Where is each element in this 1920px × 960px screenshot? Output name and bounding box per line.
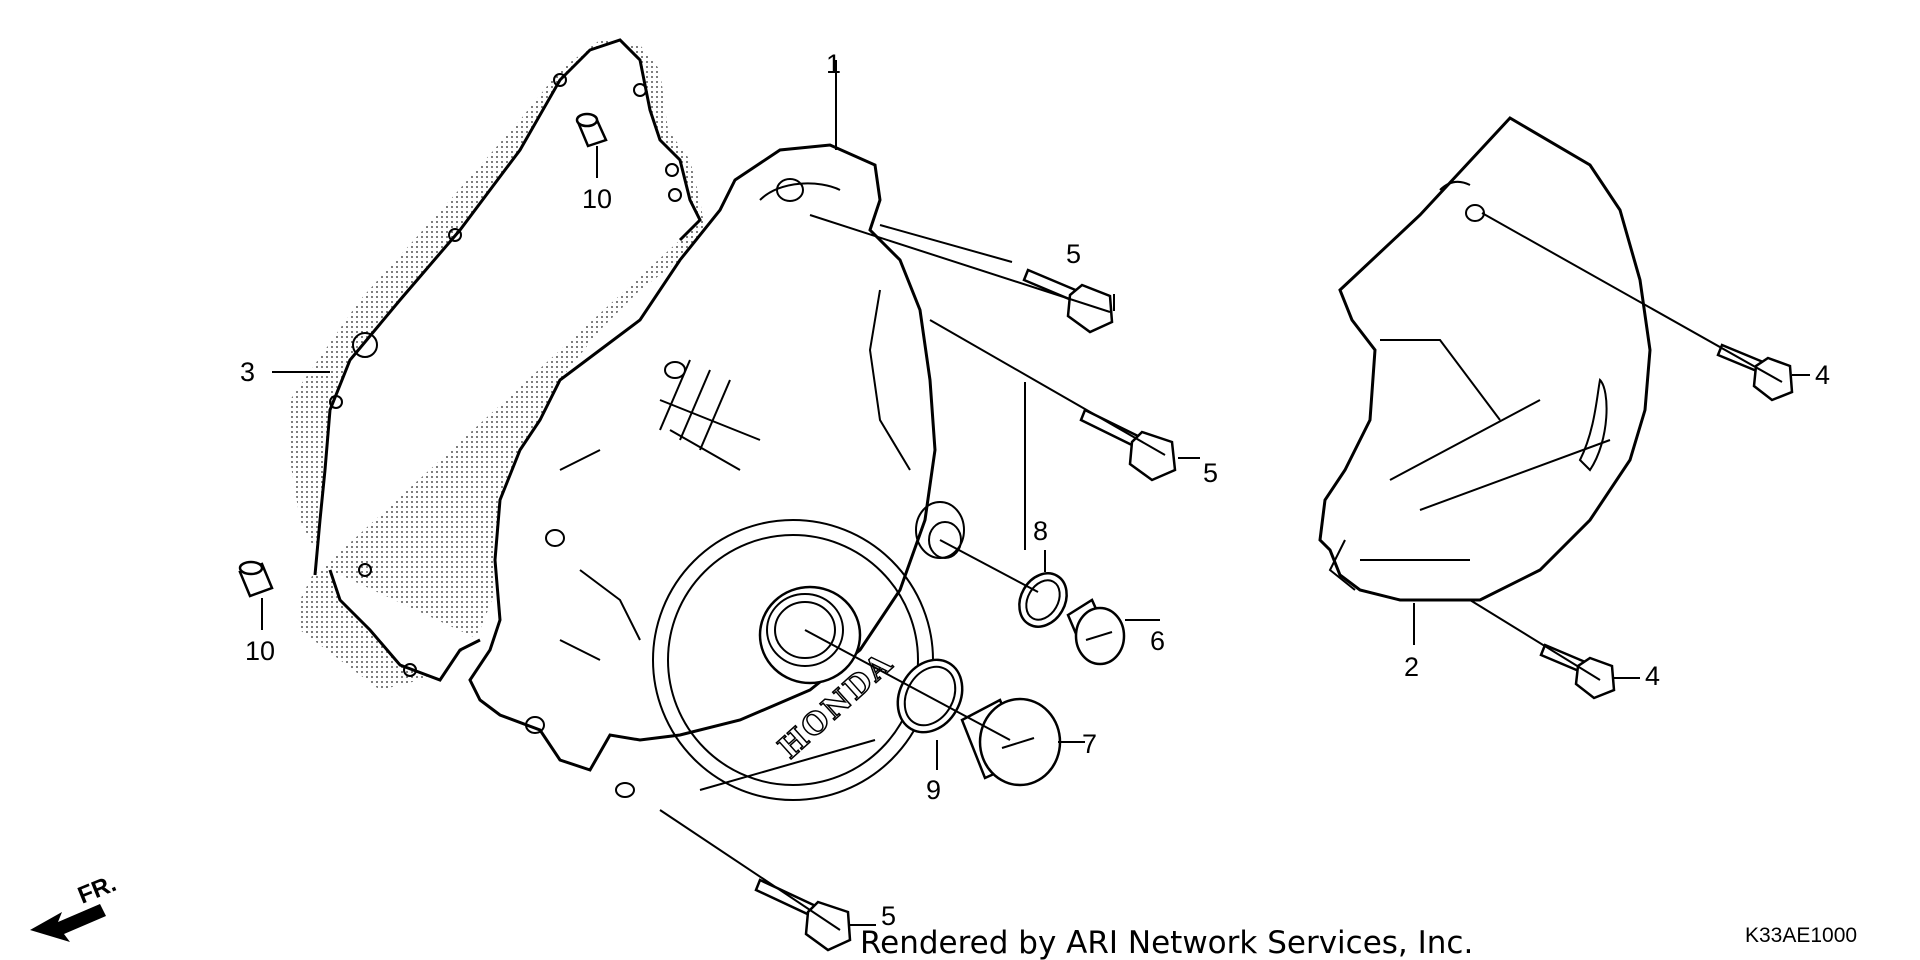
leader-lines — [261, 60, 1810, 931]
callout-3: 3 — [240, 357, 255, 387]
callout-4-lower: 4 — [1645, 661, 1660, 691]
diagram-code: K33AE1000 — [1745, 924, 1857, 947]
callout-6: 6 — [1150, 626, 1165, 656]
dowel-pin-upper — [575, 112, 608, 148]
callout-10-lower: 10 — [245, 636, 275, 666]
callout-5-upper: 5 — [1066, 239, 1081, 269]
callout-7: 7 — [1082, 729, 1097, 759]
bolt-5-lower — [754, 878, 852, 952]
callout-1: 1 — [826, 49, 841, 79]
cap-part-7 — [960, 697, 1062, 787]
callout-10-upper: 10 — [582, 184, 612, 214]
cap-part-6 — [1066, 598, 1126, 666]
crankcase-cover-part-1: HONDA — [468, 143, 965, 801]
render-credit: Rendered by ARI Network Services, Inc. — [860, 925, 1473, 960]
o-ring-part-8 — [1018, 572, 1068, 628]
front-direction-arrow: FR. — [30, 870, 120, 942]
callout-9: 9 — [926, 775, 941, 805]
gasket-part-3 — [290, 38, 705, 690]
bolt-5-upper — [1022, 268, 1114, 334]
callout-2: 2 — [1404, 652, 1419, 682]
callout-labels: 1 2 3 4 4 5 5 5 6 7 8 9 10 10 — [240, 49, 1830, 931]
callout-5-lower: 5 — [881, 901, 896, 931]
sprocket-cover-part-2 — [1318, 116, 1652, 602]
callout-8: 8 — [1033, 516, 1048, 546]
callout-5-middle: 5 — [1203, 458, 1218, 488]
bolt-5-middle — [1079, 408, 1177, 482]
dowel-pin-lower — [238, 560, 274, 598]
bolt-4-lower — [1539, 643, 1616, 700]
front-arrow-label: FR. — [74, 870, 120, 910]
callout-4-upper: 4 — [1815, 360, 1830, 390]
